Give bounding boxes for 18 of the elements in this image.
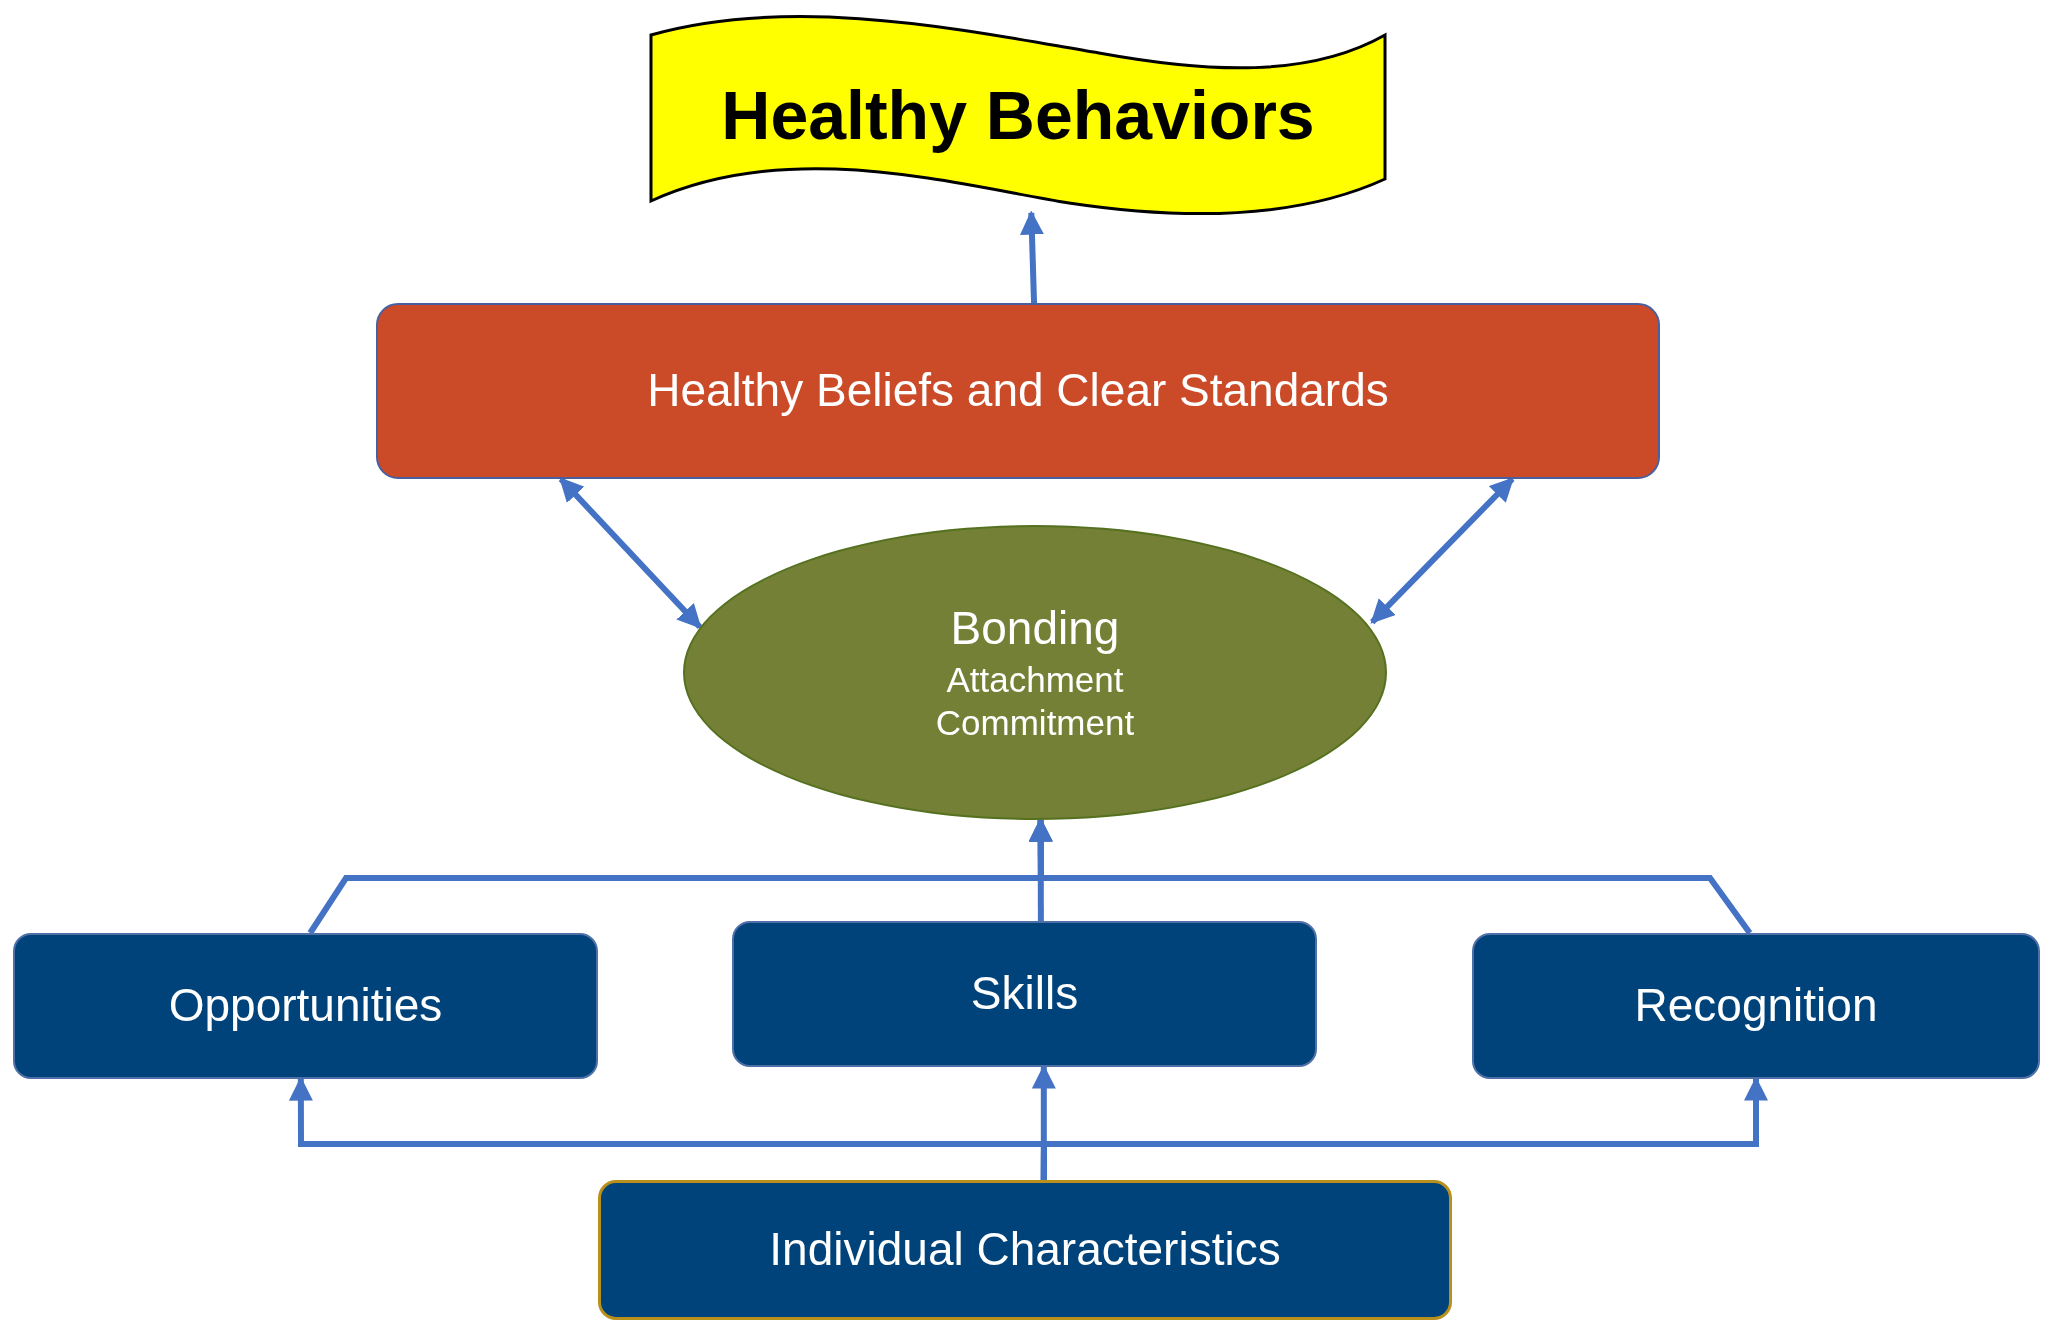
node-label: Opportunities (167, 978, 444, 1034)
arrow (1019, 210, 1044, 304)
process-box (376, 303, 1660, 479)
node-label: Recognition (1633, 978, 1879, 1034)
arrow (1040, 1076, 1768, 1180)
node-label: Individual Characteristics (768, 1222, 1282, 1278)
arrow (1028, 817, 1753, 935)
node-label: Skills (969, 966, 1080, 1022)
node-label: Healthy Beliefs and Clear Standards (646, 363, 1390, 419)
node-label: Healthy Behaviors (720, 76, 1316, 155)
node-label: Bonding (949, 601, 1121, 656)
arrow (1370, 476, 1515, 625)
process-box (732, 921, 1317, 1067)
process-box (598, 1180, 1452, 1320)
process-box (13, 933, 598, 1079)
process-box (1472, 933, 2040, 1079)
arrow (558, 476, 703, 630)
node-sublabel: Attachment Commitment (934, 658, 1136, 745)
